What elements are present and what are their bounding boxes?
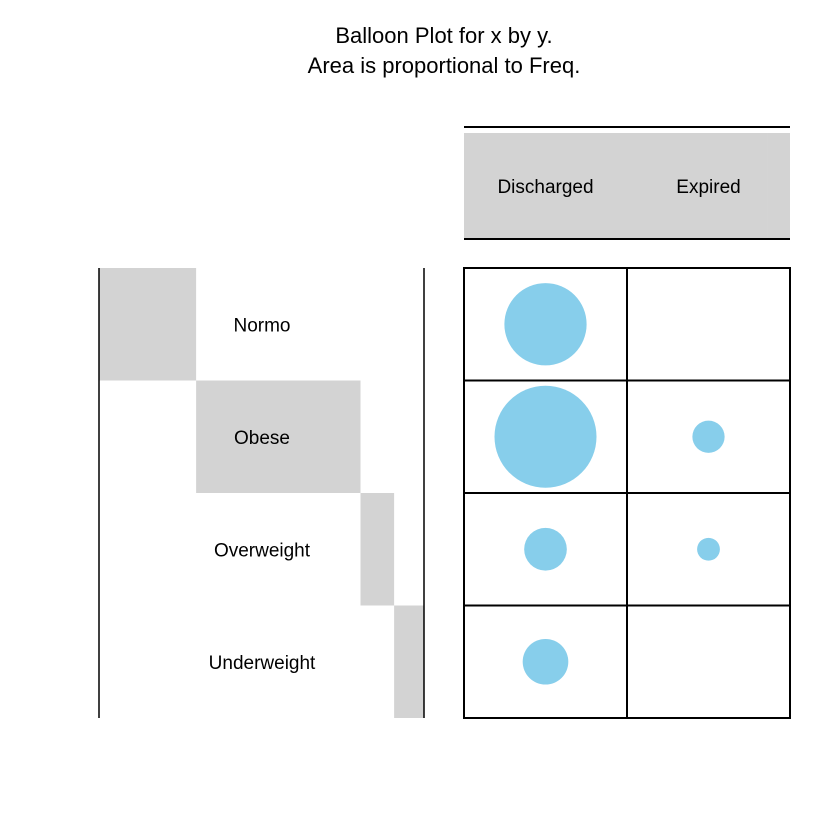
column-header-label: Discharged [497, 177, 593, 198]
column-marginal-bar [464, 133, 768, 239]
row-marginal-bar [394, 605, 424, 718]
balloon [697, 537, 720, 561]
chart-subtitle: Area is proportional to Freq. [308, 53, 581, 78]
row-marginal-bar [99, 268, 197, 381]
chart-title: Balloon Plot for x by y. [335, 23, 552, 48]
balloons [494, 283, 725, 685]
column-headers: Discharged Expired [497, 177, 740, 198]
column-header-label: Expired [676, 177, 740, 198]
row-marginal-bar [360, 493, 395, 606]
balloon [494, 385, 597, 488]
grid-lines [98, 126, 791, 719]
row-label: Obese [234, 428, 290, 449]
balloon [504, 283, 587, 366]
row-marginal-bar [196, 380, 361, 493]
column-marginal-bar [767, 133, 790, 239]
row-label: Normo [233, 315, 290, 336]
balloon [692, 420, 725, 453]
marginal-bars [99, 133, 790, 718]
balloon [524, 527, 567, 571]
row-label: Underweight [209, 653, 316, 674]
row-label: Overweight [214, 540, 311, 561]
balloon [522, 638, 569, 685]
